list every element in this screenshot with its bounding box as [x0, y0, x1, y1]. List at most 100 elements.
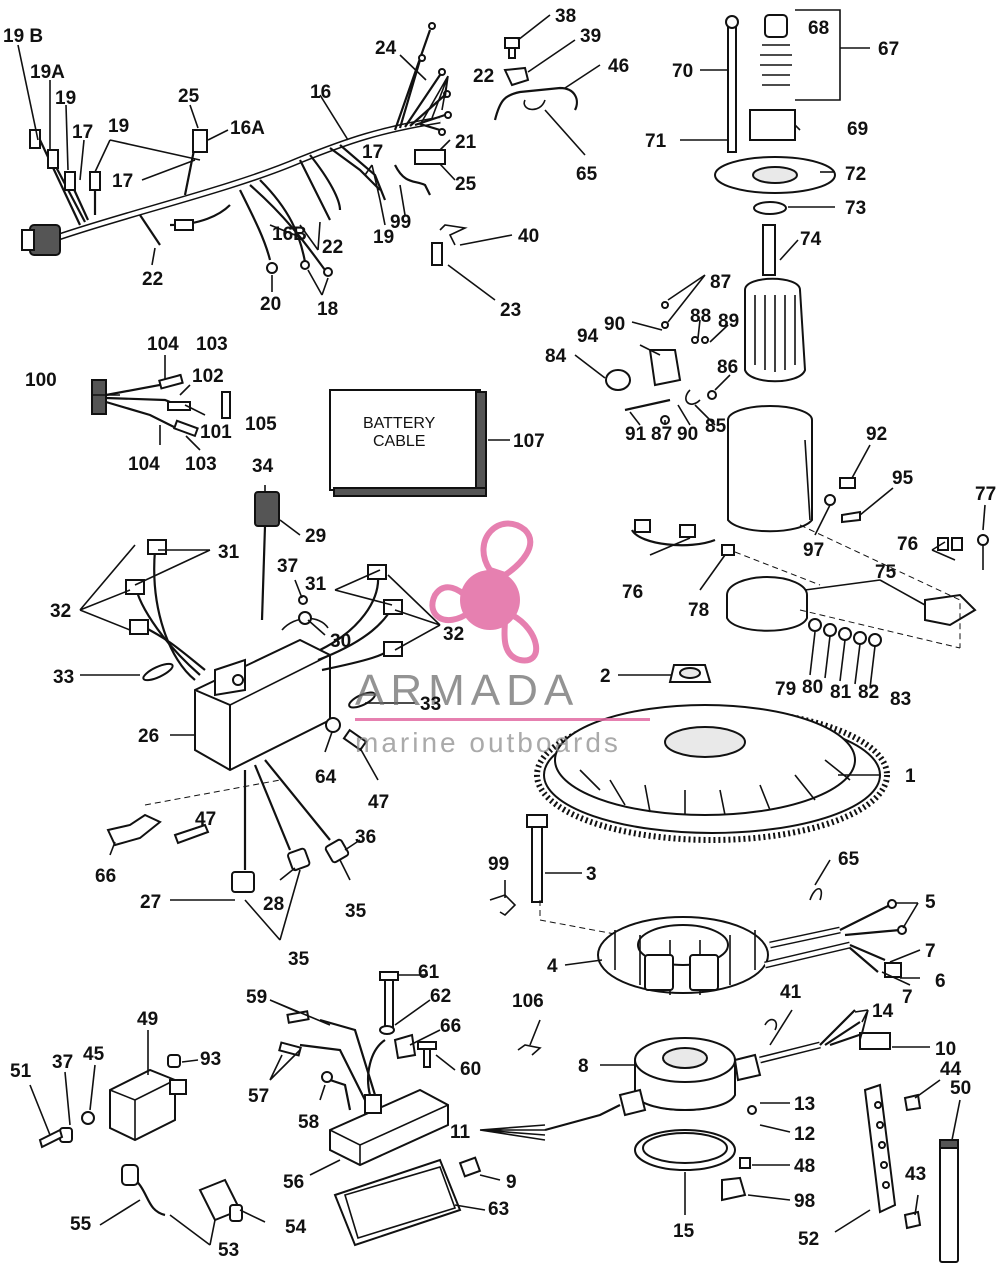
callout-60: 60 — [460, 1059, 481, 1080]
callout-34: 34 — [252, 456, 274, 477]
callout-57: 57 — [248, 1086, 269, 1107]
watermark-tagline: marine outboards — [355, 727, 621, 758]
power-pack-assembly — [106, 491, 403, 893]
callout-31: 31 — [218, 542, 240, 563]
armada-watermark: ARMADA marine outboards — [355, 520, 650, 758]
callout-29: 29 — [305, 526, 326, 547]
callout-21: 21 — [455, 132, 477, 153]
callout-32: 32 — [50, 601, 71, 622]
callout-43: 43 — [905, 1164, 926, 1185]
battery-cable-box: BATTERY CABLE — [329, 389, 487, 497]
callout-64: 64 — [315, 767, 337, 788]
callout-107: 107 — [513, 431, 545, 452]
callout-16: 16 — [310, 82, 331, 103]
callout-40: 40 — [518, 226, 539, 247]
callout-31: 31 — [305, 574, 327, 595]
callout-76: 76 — [622, 582, 643, 603]
callout-36: 36 — [355, 827, 376, 848]
timer-base-assembly — [458, 1009, 891, 1202]
callout-91: 91 — [625, 424, 647, 445]
callout-75: 75 — [875, 562, 897, 583]
callout-90: 90 — [604, 314, 625, 335]
callout-88: 88 — [690, 306, 711, 327]
callout-26: 26 — [138, 726, 159, 747]
callout-83: 83 — [890, 689, 911, 710]
callout-99: 99 — [488, 854, 509, 875]
callout-22: 22 — [322, 237, 343, 258]
callout-89: 89 — [718, 311, 739, 332]
callout-80: 80 — [802, 677, 823, 698]
callout-103: 103 — [185, 454, 217, 475]
callout-95: 95 — [892, 468, 914, 489]
callout-37: 37 — [52, 1052, 73, 1073]
callout-19: 19 — [55, 88, 76, 109]
terminal-strip — [863, 1083, 959, 1263]
callout-51: 51 — [10, 1061, 32, 1082]
callout-4: 4 — [547, 956, 558, 977]
callout-23: 23 — [500, 300, 521, 321]
callout-15: 15 — [673, 1221, 695, 1242]
callout-90: 90 — [677, 424, 698, 445]
callout-28: 28 — [263, 894, 284, 915]
callout-100: 100 — [25, 370, 57, 391]
callout-94: 94 — [577, 326, 599, 347]
callout-101: 101 — [200, 422, 232, 443]
callout-53: 53 — [218, 1240, 239, 1261]
callout-24: 24 — [375, 38, 397, 59]
callout-76: 76 — [897, 534, 918, 555]
callout-22: 22 — [142, 269, 163, 290]
callout-35: 35 — [288, 949, 310, 970]
callout-37: 37 — [277, 556, 298, 577]
callout-97: 97 — [803, 540, 824, 561]
callout-54: 54 — [285, 1217, 307, 1238]
callout-87: 87 — [651, 424, 672, 445]
callout-65: 65 — [838, 849, 860, 870]
propeller-logo — [429, 520, 540, 664]
callout-102: 102 — [192, 366, 224, 387]
callout-3: 3 — [586, 864, 597, 885]
callout-92: 92 — [866, 424, 887, 445]
callout-11: 11 — [450, 1122, 471, 1143]
callout-25: 25 — [178, 86, 200, 107]
callout-70: 70 — [672, 61, 693, 82]
battery-cable-text-2: CABLE — [373, 433, 425, 450]
stator-assembly — [489, 887, 907, 995]
callout-61: 61 — [418, 962, 440, 983]
callout-63: 63 — [488, 1199, 509, 1220]
callout-32: 32 — [443, 624, 464, 645]
callout-16a: 16A — [230, 118, 265, 139]
callout-86: 86 — [717, 357, 738, 378]
callout-44: 44 — [940, 1059, 962, 1080]
callout-84: 84 — [545, 346, 567, 367]
callout-103: 103 — [196, 334, 228, 355]
wiring-harness — [21, 22, 468, 277]
callout-66: 66 — [440, 1016, 461, 1037]
callout-78: 78 — [688, 600, 709, 621]
callout-66: 66 — [95, 866, 116, 887]
callout-106: 106 — [512, 991, 544, 1012]
callout-69: 69 — [847, 119, 868, 140]
callout-93: 93 — [200, 1049, 221, 1070]
callout-22: 22 — [473, 66, 494, 87]
callout-6: 6 — [935, 971, 946, 992]
callout-56: 56 — [283, 1172, 304, 1193]
callout-71: 71 — [645, 131, 667, 152]
callout-39: 39 — [580, 26, 601, 47]
callout-17: 17 — [72, 122, 93, 143]
watermark-brand: ARMADA — [355, 666, 579, 715]
callout-99: 99 — [390, 212, 411, 233]
callout-46: 46 — [608, 56, 629, 77]
callout-1: 1 — [905, 766, 916, 787]
callout-18: 18 — [317, 299, 338, 320]
callout-19a: 19A — [30, 62, 65, 83]
callout-27: 27 — [140, 892, 161, 913]
callout-41: 41 — [780, 982, 802, 1003]
callout-16b: 16B — [272, 224, 307, 245]
rectifier-assembly — [278, 971, 462, 1247]
callout-38: 38 — [555, 6, 576, 27]
callout-104: 104 — [147, 334, 179, 355]
callout-68: 68 — [808, 18, 829, 39]
callout-2: 2 — [600, 666, 611, 687]
callout-20: 20 — [260, 294, 281, 315]
callout-19: 19 — [373, 227, 394, 248]
